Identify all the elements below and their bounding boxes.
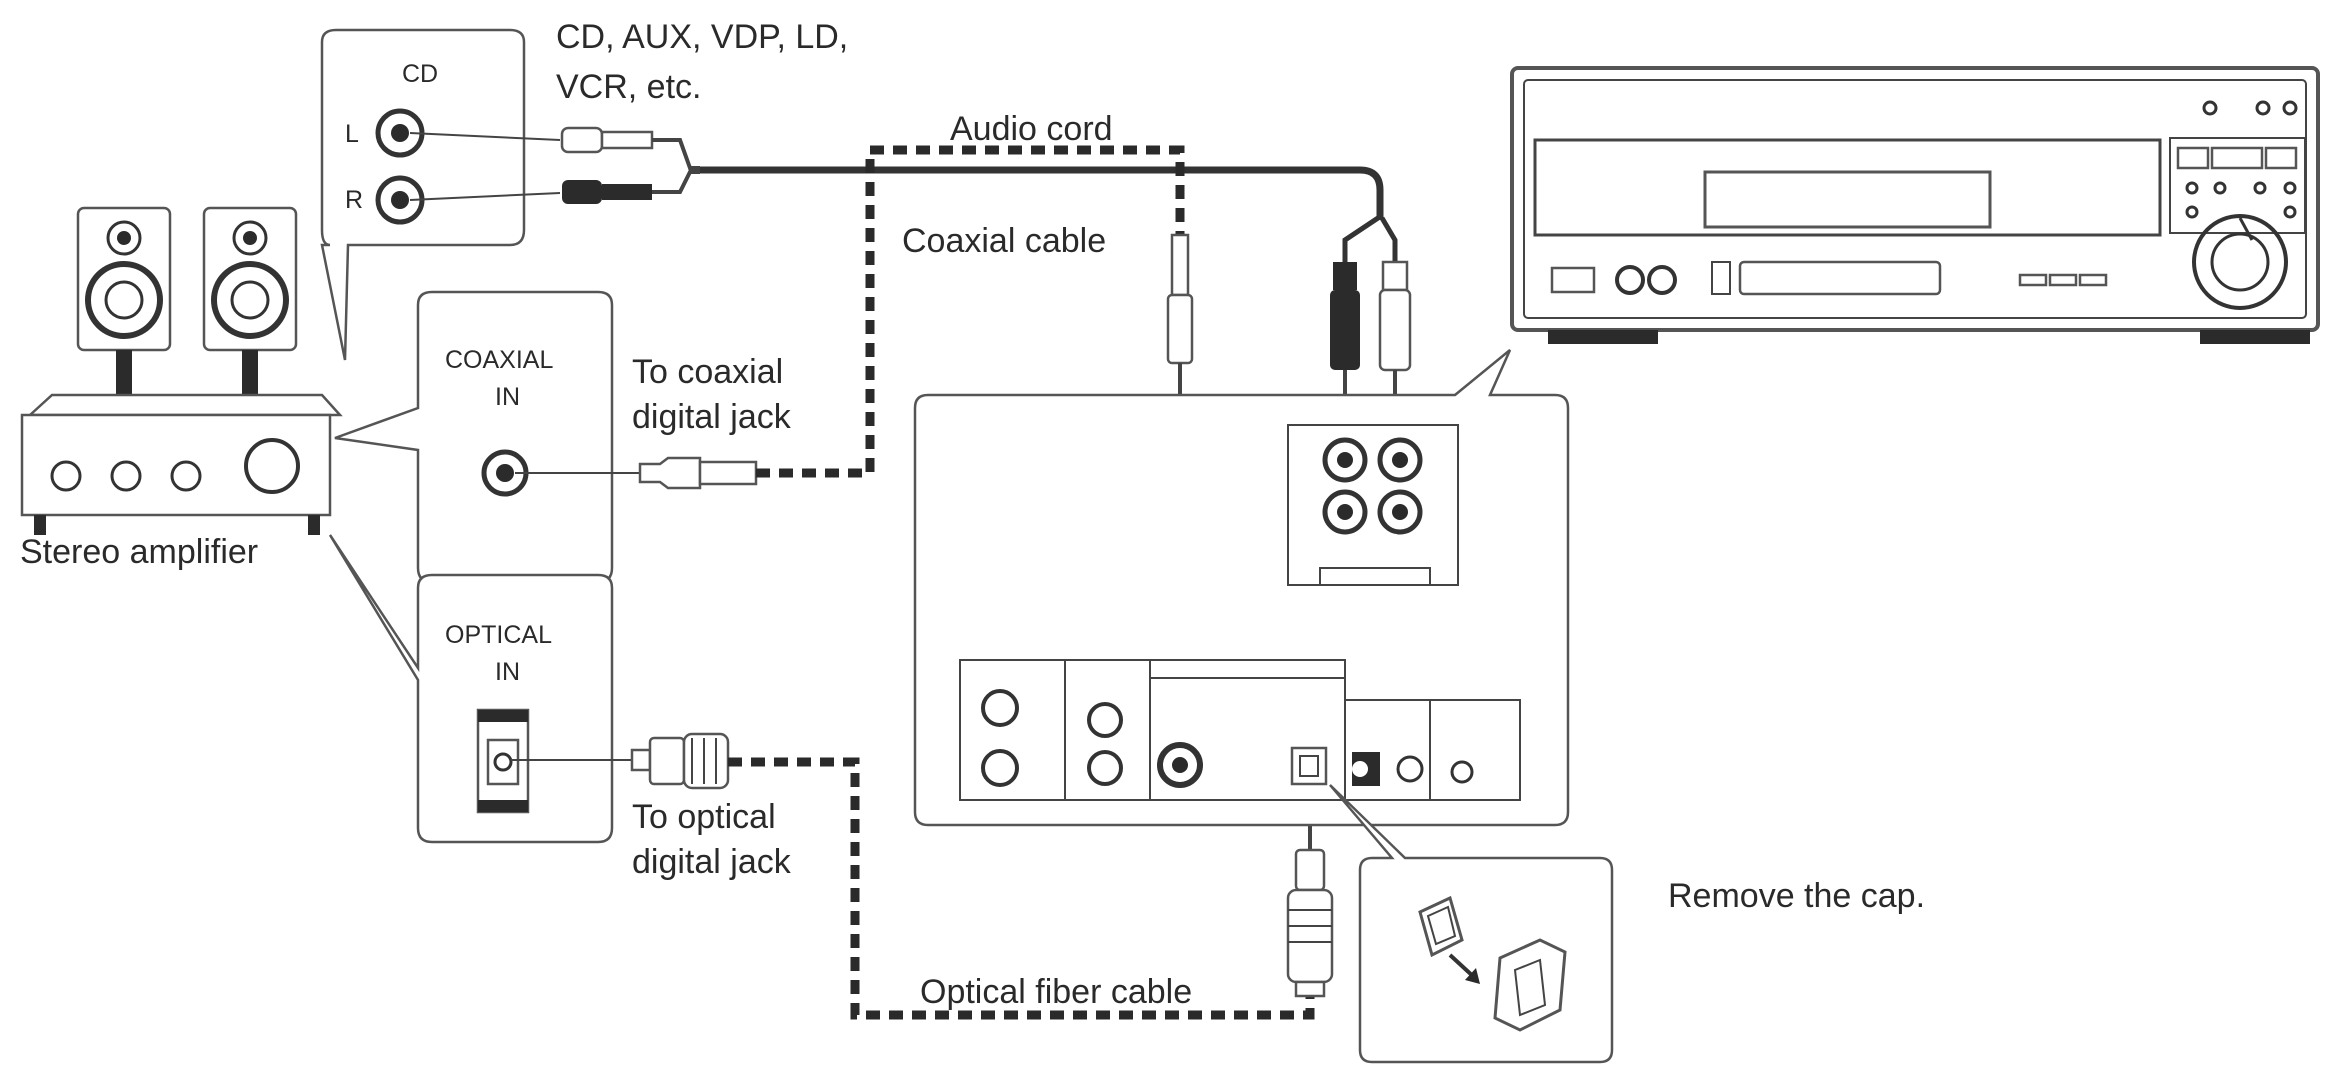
sources-label-2: VCR, etc.: [556, 68, 701, 106]
optical-in-callout: OPTICAL IN: [328, 534, 614, 844]
coaxial-in-label-1: COAXIAL: [445, 346, 553, 374]
optical-plug-icon: [630, 732, 730, 790]
optical-in-label-1: OPTICAL: [445, 621, 552, 649]
player-front-unit: [1510, 66, 2320, 344]
left-speaker-icon: [76, 206, 172, 396]
optical-plug-bottom-icon: [1286, 810, 1334, 998]
audio-cord: [409, 126, 1412, 426]
rear-coaxial-jack-icon: [1157, 742, 1203, 788]
to-optical-label: To optical: [632, 798, 776, 836]
right-channel-label: R: [345, 186, 363, 214]
cd-input-callout: CD L R: [320, 28, 526, 361]
audio-out-jacks: [1287, 424, 1459, 586]
sources-label: CD, AUX, VDP, LD,: [556, 18, 848, 56]
coaxial-cable-label: Coaxial cable: [902, 222, 1106, 260]
rear-panel-callout: [913, 349, 1570, 827]
removed-cap-icon: [1493, 938, 1567, 1032]
optical-fiber-cable: [511, 732, 1334, 1020]
stereo-amplifier: Stereo amplifier: [20, 206, 343, 571]
to-coaxial-label: To coaxial: [632, 353, 783, 391]
digital-jack-label-2: digital jack: [632, 843, 792, 881]
amplifier-icon: [20, 393, 343, 535]
remove-cap-label: Remove the cap.: [1668, 877, 1925, 915]
audio-cord-label: Audio cord: [950, 110, 1113, 148]
right-speaker-icon: [202, 206, 298, 396]
digital-out-panel: [959, 659, 1521, 801]
cd-label: CD: [402, 60, 438, 88]
coaxial-plug-icon: [638, 456, 758, 490]
digital-jack-label-1: digital jack: [632, 398, 792, 436]
rear-optical-jack-icon: [1290, 746, 1328, 786]
coaxial-in-label-2: IN: [495, 383, 520, 411]
audio-plug-l-icon: [560, 126, 654, 154]
optical-in-label-2: IN: [495, 658, 520, 686]
optical-fiber-cable-label: Optical fiber cable: [920, 973, 1192, 1011]
left-channel-label: L: [345, 120, 359, 148]
coaxial-cable: [515, 145, 1194, 765]
stereo-amplifier-label: Stereo amplifier: [20, 533, 258, 571]
coaxial-in-callout: COAXIAL IN: [334, 290, 614, 584]
audio-plug-r-icon: [562, 180, 652, 204]
jog-dial-icon: [2192, 214, 2288, 310]
remove-cap-callout: [1329, 784, 1614, 1064]
optical-jack-cap-icon: [1418, 895, 1480, 984]
